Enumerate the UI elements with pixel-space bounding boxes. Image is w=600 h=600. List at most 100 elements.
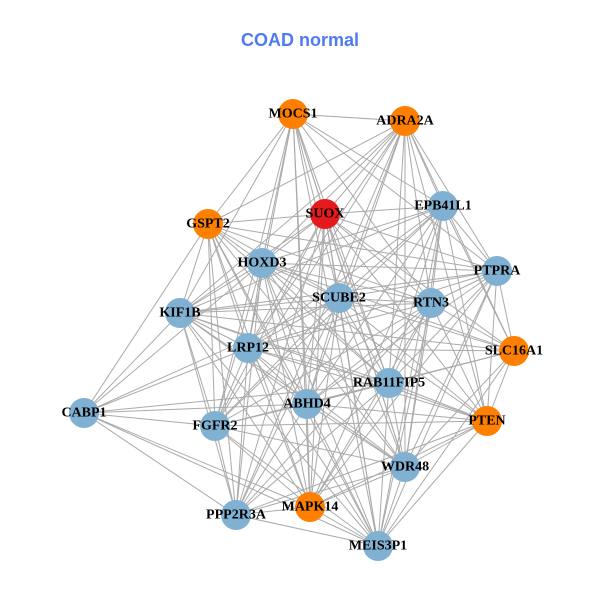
node-fgfr2[interactable]: FGFR2 (192, 411, 238, 441)
edge-GSPT2-WDR48 (207, 223, 406, 468)
node-suox[interactable]: SUOX (306, 199, 345, 229)
node-mocs1[interactable]: MOCS1 (269, 99, 318, 129)
edge-LRP12-WDR48 (247, 347, 406, 468)
node-circle (482, 256, 512, 286)
node-kif1b[interactable]: KIF1B (159, 298, 201, 328)
edge-LRP12-SLC16A1 (247, 347, 515, 352)
edge-KIF1B-CABP1 (83, 312, 181, 414)
node-circle (472, 406, 502, 436)
edge-MOCS1-EPB41L1 (292, 113, 444, 207)
node-label: ABHD4 (283, 397, 330, 412)
node-cabp1[interactable]: CABP1 (61, 398, 107, 428)
node-circle (69, 398, 99, 428)
edge-GSPT2-RTN3 (207, 223, 432, 304)
edge-ADRA2A-RAB11FIP5 (388, 120, 406, 384)
node-mapk14[interactable]: MAPK14 (282, 492, 339, 522)
edge-PTPRA-ABHD4 (306, 270, 498, 405)
node-label: WDR48 (381, 460, 429, 475)
edge-SCUBE2-FGFR2 (214, 297, 340, 427)
edge-ADRA2A-SUOX (324, 120, 406, 215)
edge-MOCS1-LRP12 (247, 113, 294, 349)
node-circle (390, 106, 420, 136)
edge-SCUBE2-RTN3 (338, 297, 432, 304)
node-label: GSPT2 (186, 217, 230, 232)
figure-title: COAD normal (240, 30, 359, 50)
node-label: LRP12 (227, 341, 269, 356)
edge-ADRA2A-LRP12 (247, 120, 406, 349)
node-circle (416, 288, 446, 318)
edge-RTN3-KIF1B (179, 302, 432, 314)
edge-ABHD4-CABP1 (83, 403, 308, 414)
edge-GSPT2-CABP1 (83, 223, 209, 414)
edge-LRP12-MAPK14 (247, 347, 311, 508)
node-circle (193, 209, 223, 239)
edge-CABP1-MAPK14 (83, 412, 311, 508)
node-adra2a[interactable]: ADRA2A (376, 106, 435, 136)
node-lrp12[interactable]: LRP12 (227, 333, 269, 363)
edge-HOXD3-SLC16A1 (261, 262, 515, 352)
node-rab11fip5[interactable]: RAB11FIP5 (353, 368, 425, 398)
node-slc16a1[interactable]: SLC16A1 (485, 336, 543, 366)
edge-KIF1B-PTEN (179, 312, 488, 422)
edge-RAB11FIP5-MEIS3P1 (377, 382, 390, 547)
edge-EPB41L1-PTEN (442, 205, 488, 422)
node-label: MOCS1 (269, 107, 318, 122)
edge-EPB41L1-HOXD3 (261, 205, 444, 264)
edge-ADRA2A-FGFR2 (214, 120, 406, 427)
edge-ADRA2A-EPB41L1 (404, 120, 444, 207)
edge-GSPT2-PTPRA (207, 223, 498, 272)
node-gspt2[interactable]: GSPT2 (186, 209, 230, 239)
edge-PPP2R3A-MEIS3P1 (235, 514, 379, 547)
node-scube2[interactable]: SCUBE2 (312, 283, 366, 313)
edge-ABHD4-WDR48 (306, 403, 406, 468)
node-circle (292, 389, 322, 419)
edge-SCUBE2-MEIS3P1 (338, 297, 379, 547)
edge-PTEN-WDR48 (404, 420, 488, 468)
edge-SCUBE2-ABHD4 (306, 297, 340, 405)
edge-PTPRA-MEIS3P1 (377, 270, 498, 547)
node-abhd4[interactable]: ABHD4 (283, 389, 331, 419)
node-circle (233, 333, 263, 363)
node-label: MEIS3P1 (349, 539, 407, 554)
edge-SCUBE2-LRP12 (247, 297, 340, 349)
edge-MOCS1-MAPK14 (292, 113, 311, 508)
node-wdr48[interactable]: WDR48 (381, 452, 429, 482)
edge-RTN3-PTEN (430, 302, 488, 422)
node-meis3p1[interactable]: MEIS3P1 (349, 531, 407, 561)
node-ptpra[interactable]: PTPRA (474, 256, 522, 286)
edge-PTPRA-RAB11FIP5 (388, 270, 498, 384)
edge-HOXD3-RAB11FIP5 (261, 262, 390, 384)
edge-GSPT2-KIF1B (179, 223, 209, 314)
edge-SLC16A1-WDR48 (404, 350, 515, 468)
edge-PTPRA-WDR48 (404, 270, 498, 468)
edge-PTPRA-SCUBE2 (338, 270, 498, 299)
node-pten[interactable]: PTEN (468, 406, 506, 436)
node-hoxd3[interactable]: HOXD3 (238, 248, 287, 278)
edge-EPB41L1-RAB11FIP5 (388, 205, 444, 384)
edge-GSPT2-ABHD4 (207, 223, 308, 405)
edge-MOCS1-GSPT2 (207, 113, 294, 225)
edge-HOXD3-PTPRA (261, 262, 498, 272)
edge-FGFR2-MEIS3P1 (214, 425, 379, 547)
node-circle (324, 283, 354, 313)
edge-SUOX-PTPRA (324, 213, 498, 272)
node-label: CABP1 (61, 406, 106, 421)
node-rtn3[interactable]: RTN3 (413, 288, 449, 318)
node-label: KIF1B (159, 306, 200, 321)
node-label: PPP2R3A (206, 508, 267, 523)
edge-SCUBE2-CABP1 (83, 297, 340, 414)
node-label: PTPRA (474, 264, 522, 279)
edge-ABHD4-PPP2R3A (235, 403, 308, 516)
edge-GSPT2-MEIS3P1 (207, 223, 379, 547)
edge-RAB11FIP5-CABP1 (83, 382, 390, 414)
node-circle (247, 248, 277, 278)
node-epb41l1[interactable]: EPB41L1 (414, 191, 472, 221)
edge-CABP1-PPP2R3A (83, 412, 237, 516)
node-ppp2r3a[interactable]: PPP2R3A (206, 500, 267, 530)
edge-RTN3-FGFR2 (214, 302, 432, 427)
edge-WDR48-MAPK14 (309, 466, 406, 508)
edge-MOCS1-ADRA2A (292, 113, 406, 122)
edge-GSPT2-LRP12 (207, 223, 249, 349)
